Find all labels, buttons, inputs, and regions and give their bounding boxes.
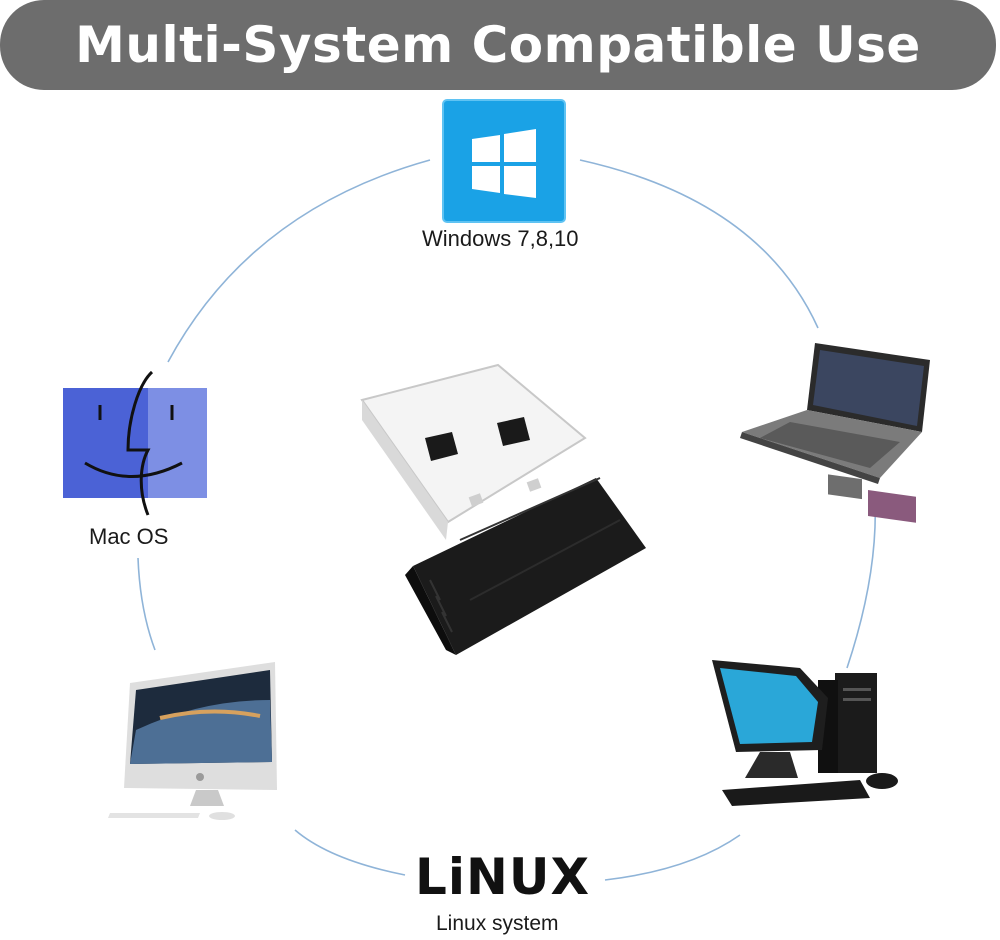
desktop-tower-icon: [712, 660, 898, 806]
windows-logo-icon: [442, 99, 566, 223]
windows-label: Windows 7,8,10: [422, 226, 579, 251]
mac-label: Mac OS: [89, 524, 169, 549]
imac-icon: [108, 662, 277, 820]
connection-circle: [137, 159, 877, 881]
linux-label: Linux system: [436, 912, 559, 935]
mac-finder-icon: [63, 370, 207, 516]
linux-logo: LiNUX: [415, 848, 590, 906]
laptop-icon: [740, 343, 930, 523]
banner-title: Multi-System Compatible Use: [75, 16, 921, 74]
title-banner: Multi-System Compatible Use: [0, 0, 996, 90]
usb-dongle-icon: [360, 363, 646, 655]
